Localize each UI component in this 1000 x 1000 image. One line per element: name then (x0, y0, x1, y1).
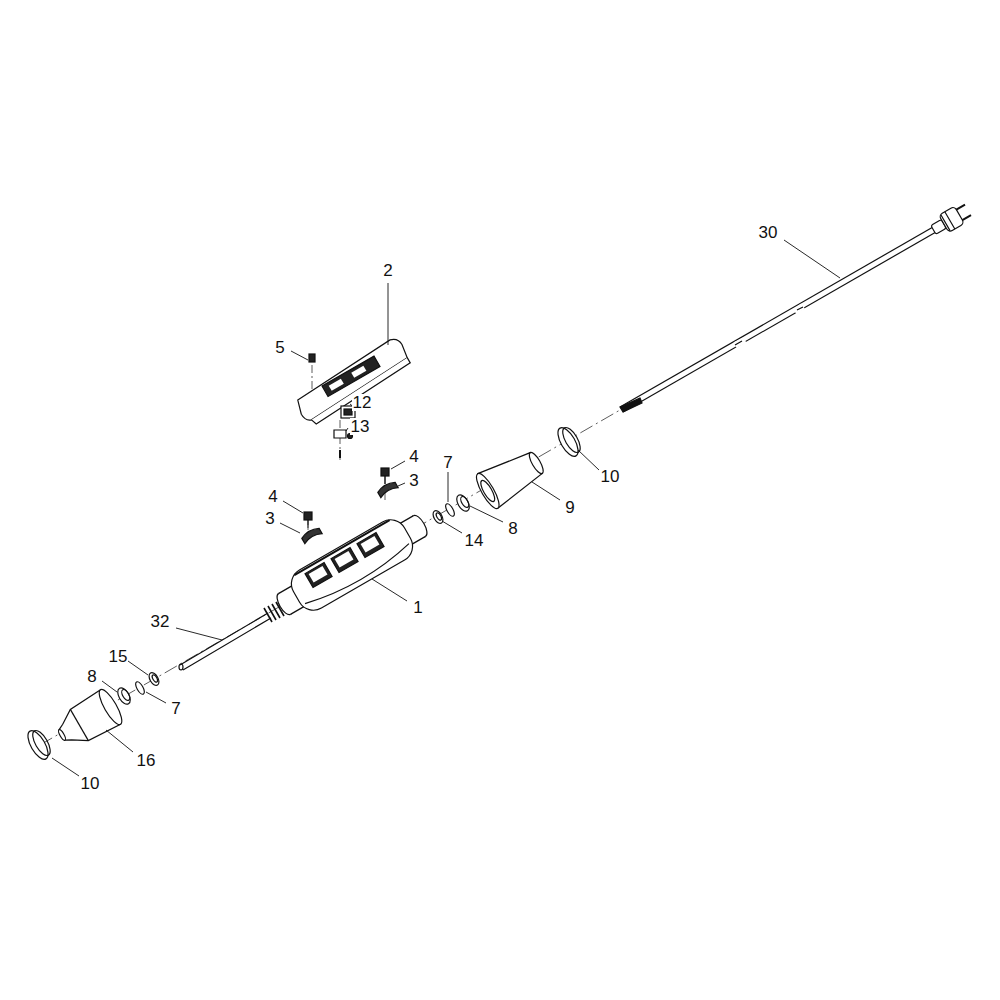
callout-number: 30 (758, 224, 779, 241)
callout-number: 4 (408, 448, 419, 465)
callout-number: 16 (136, 752, 157, 769)
callout-number: 8 (86, 668, 97, 685)
callout-number: 7 (442, 454, 453, 471)
callout-number: 3 (408, 472, 419, 489)
callout-number: 4 (267, 488, 278, 505)
callout-number: 14 (464, 532, 485, 549)
callout-number: 13 (350, 418, 371, 435)
callout-number: 1 (412, 599, 423, 616)
callout-number: 10 (80, 775, 101, 792)
callout-number: 10 (600, 468, 621, 485)
callout-number: 12 (352, 394, 373, 411)
leader-lines (52, 240, 840, 776)
callout-number: 7 (170, 700, 181, 717)
callout-number: 5 (274, 339, 285, 356)
callout-number: 2 (382, 262, 393, 279)
callout-number: 8 (507, 520, 518, 537)
callout-number: 9 (564, 499, 575, 516)
callout-number: 15 (108, 648, 129, 665)
callout-number: 32 (150, 613, 171, 630)
callout-number: 3 (264, 510, 275, 527)
